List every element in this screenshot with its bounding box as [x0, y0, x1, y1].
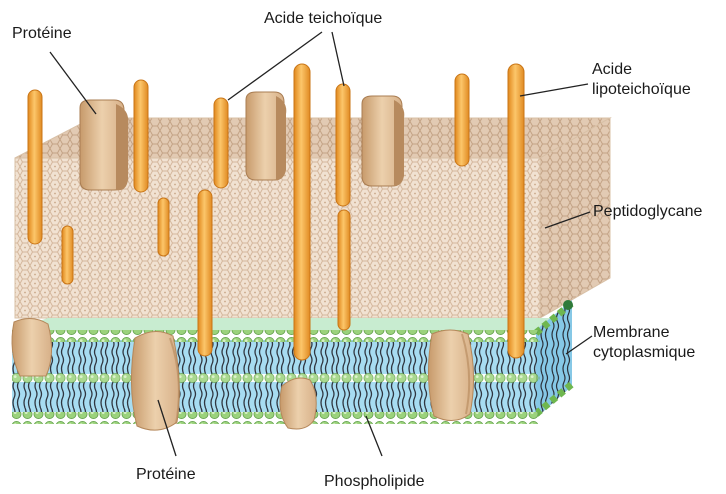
lipoteichoic-acid-rod [198, 190, 212, 356]
lipoteichoic-acid-rod [508, 64, 524, 358]
teichoic-acid-rod [62, 226, 73, 284]
label-protein-bottom: Protéine [136, 465, 196, 485]
lipoteichoic-acid-rod [294, 64, 310, 360]
teichoic-acid-rod [134, 80, 148, 192]
membrane-protein-right [428, 330, 473, 421]
label-lipoteichoic-line2: lipoteichoïque [592, 80, 691, 100]
leader-line-lipoteichoic [520, 84, 588, 96]
leader-line-protein-top [50, 52, 96, 114]
membrane-protein-left [12, 318, 52, 376]
label-teichoic-acid: Acide teichoïque [264, 9, 382, 29]
label-protein-top: Protéine [12, 24, 72, 44]
label-phospholipid: Phospholipide [324, 472, 425, 492]
teichoic-acid-rod [336, 84, 350, 206]
membrane-protein-large [131, 331, 179, 430]
surface-protein-2 [246, 92, 286, 180]
label-cytoplasmic-membrane: Membrane cytoplasmique [593, 323, 695, 363]
membrane-protein-small [280, 378, 316, 429]
teichoic-acid-rod [158, 198, 169, 256]
leader-line-teichoic [332, 32, 344, 86]
teichoic-acid-rod [28, 90, 42, 244]
teichoic-acid-rod [455, 74, 469, 166]
lipoteichoic-acid-rod [338, 210, 350, 330]
label-lipoteichoic-acid: Acide lipoteichoïque [592, 60, 691, 100]
surface-protein-3 [362, 96, 404, 186]
surface-protein-1 [80, 100, 128, 190]
label-membrane-line2: cytoplasmique [593, 343, 695, 363]
teichoic-acid-rod [214, 98, 228, 188]
label-peptidoglycan: Peptidoglycane [593, 202, 702, 222]
label-membrane-line1: Membrane [593, 323, 695, 343]
label-lipoteichoic-line1: Acide [592, 60, 691, 80]
